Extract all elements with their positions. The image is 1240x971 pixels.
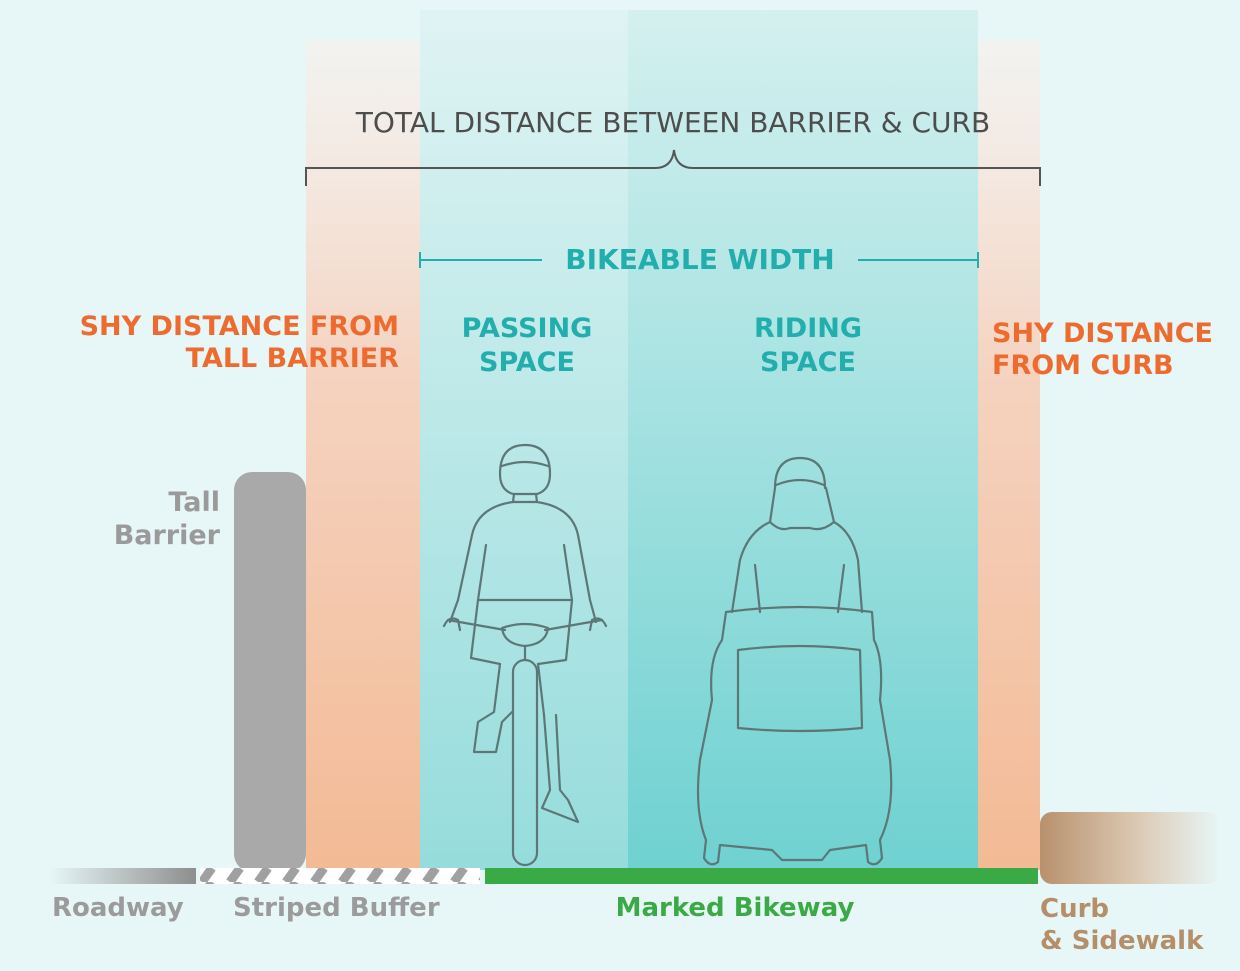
riding-space-label: RIDING SPACE [708,312,908,380]
shy-barrier-line-1: SHY DISTANCE FROM [79,311,399,342]
total-distance-label: TOTAL DISTANCE BETWEEN BARRIER & CURB [355,106,991,139]
tall-barrier-label: Tall Barrier [60,486,220,552]
shy-curb-band [978,40,1040,870]
passing-space-band [420,10,628,870]
passing-line-2: SPACE [479,347,575,378]
shy-distance-curb-label: SHY DISTANCE FROM CURB [992,318,1232,382]
shy-barrier-band [306,40,420,870]
shy-distance-barrier-label: SHY DISTANCE FROM TALL BARRIER [48,311,399,375]
riding-line-2: SPACE [760,347,856,378]
marked-bikeway-label: Marked Bikeway [615,893,855,923]
riding-line-1: RIDING [753,313,863,344]
shy-curb-line-1: SHY DISTANCE [992,318,1213,349]
passing-space-label: PASSING SPACE [427,312,627,380]
roadway-label: Roadway [52,893,184,923]
tall-barrier-line-1: Tall [168,487,220,518]
passing-line-1: PASSING [461,313,593,344]
curb-sidewalk-block [1040,812,1220,884]
bikeable-width-dimension [419,252,979,268]
curb-line-2: & Sidewalk [1040,926,1204,956]
curb-sidewalk-label: Curb & Sidewalk [1040,893,1203,957]
curb-line-1: Curb [1040,894,1110,924]
tall-barrier-line-2: Barrier [113,520,220,551]
shy-barrier-line-2: TALL BARRIER [185,343,399,374]
cargo-bike-rider-icon [696,456,893,866]
shy-curb-line-2: FROM CURB [992,350,1174,381]
cyclist-icon [442,443,608,867]
striped-buffer-label: Striped Buffer [233,893,440,923]
tall-barrier [234,472,306,872]
riding-space-band [628,10,978,870]
roadway-strip [50,868,196,884]
bikeable-width-label: BIKEABLE WIDTH [565,243,835,276]
striped-buffer-strip [200,868,480,884]
total-distance-brace [305,149,1041,186]
marked-bikeway-strip [485,868,1038,884]
